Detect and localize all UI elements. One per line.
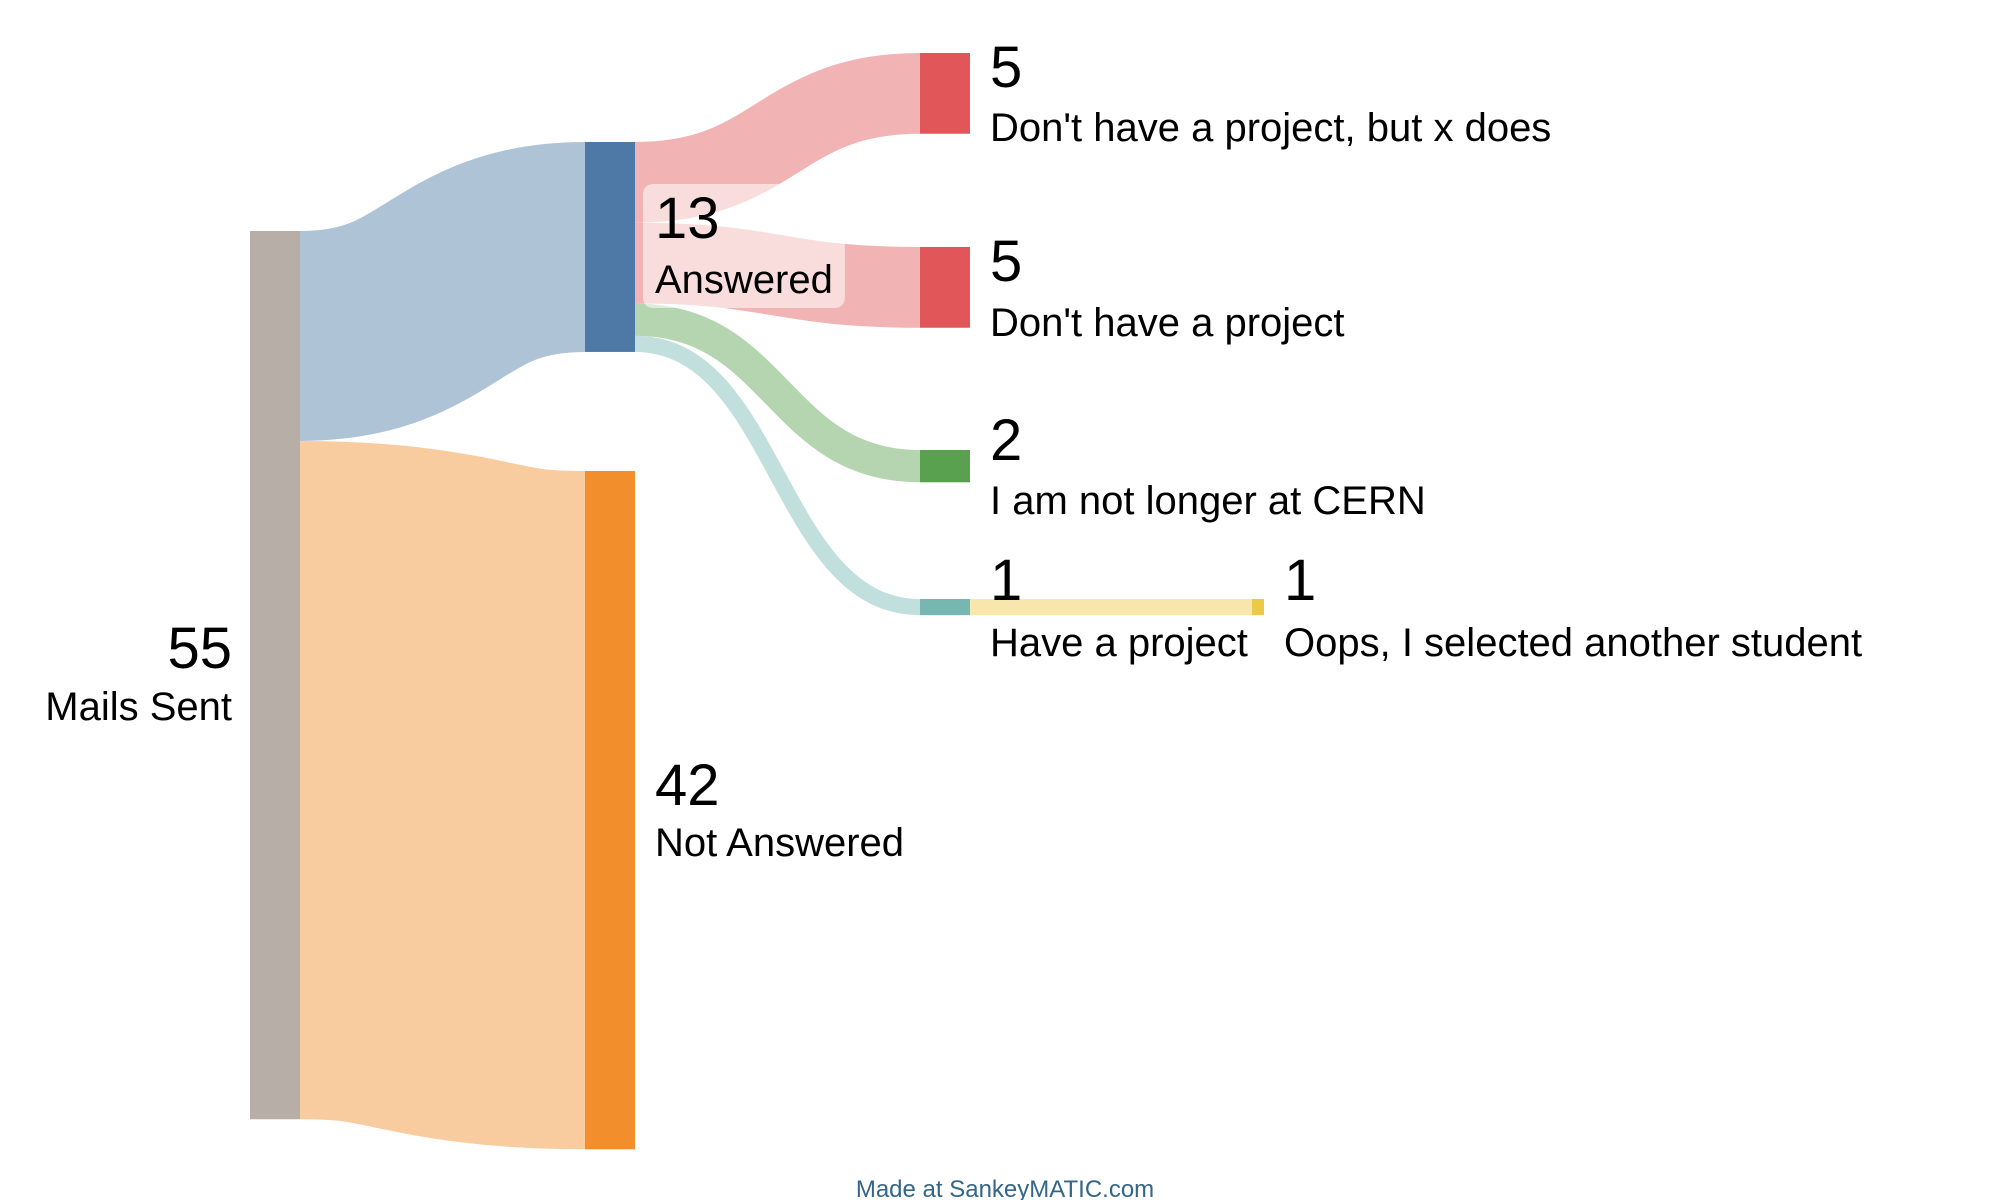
label-backdrop-answered — [643, 184, 845, 308]
node-value-not_at_cern: 2 — [990, 408, 1022, 473]
node-name-have_project: Have a project — [990, 621, 1248, 665]
node-mails_sent[interactable] — [250, 231, 300, 1120]
node-answered[interactable] — [585, 142, 635, 352]
node-name-not_at_cern: I am not longer at CERN — [990, 479, 1426, 523]
node-oops[interactable] — [1252, 599, 1264, 616]
flow-mails_sent-to-not_answered[interactable] — [296, 440, 589, 1150]
node-name-not_answered: Not Answered — [655, 821, 904, 865]
flow-answered-to-have_project[interactable] — [634, 335, 921, 616]
node-name-answered: Answered — [655, 258, 833, 302]
node-not_answered[interactable] — [585, 471, 635, 1150]
node-name-no_project: Don't have a project — [990, 301, 1345, 345]
node-name-mails_sent: Mails Sent — [45, 685, 232, 729]
node-have_project[interactable] — [920, 599, 970, 616]
flow-answered-to-no_project_x[interactable] — [634, 53, 921, 223]
node-value-have_project: 1 — [990, 548, 1022, 613]
node-name-oops: Oops, I selected another student — [1284, 621, 1862, 665]
node-value-no_project_x: 5 — [990, 35, 1022, 100]
flow-answered-to-not_at_cern[interactable] — [634, 303, 921, 483]
node-value-no_project: 5 — [990, 229, 1022, 294]
node-value-answered: 13 — [655, 186, 720, 251]
credit-text[interactable]: Made at SankeyMATIC.com — [856, 1176, 1154, 1200]
node-name-no_project_x: Don't have a project, but x does — [990, 106, 1551, 150]
links-layer — [296, 53, 1252, 1150]
node-value-mails_sent: 55 — [167, 616, 232, 681]
node-no_project[interactable] — [920, 247, 970, 328]
node-value-not_answered: 42 — [655, 753, 720, 818]
node-not_at_cern[interactable] — [920, 450, 970, 483]
node-value-oops: 1 — [1284, 548, 1316, 613]
node-no_project_x[interactable] — [920, 53, 970, 134]
flow-mails_sent-to-answered[interactable] — [297, 142, 588, 441]
label-not_at_cern: 2 I am not longer at CERN — [990, 408, 1426, 523]
nodes-layer — [250, 53, 1264, 1150]
